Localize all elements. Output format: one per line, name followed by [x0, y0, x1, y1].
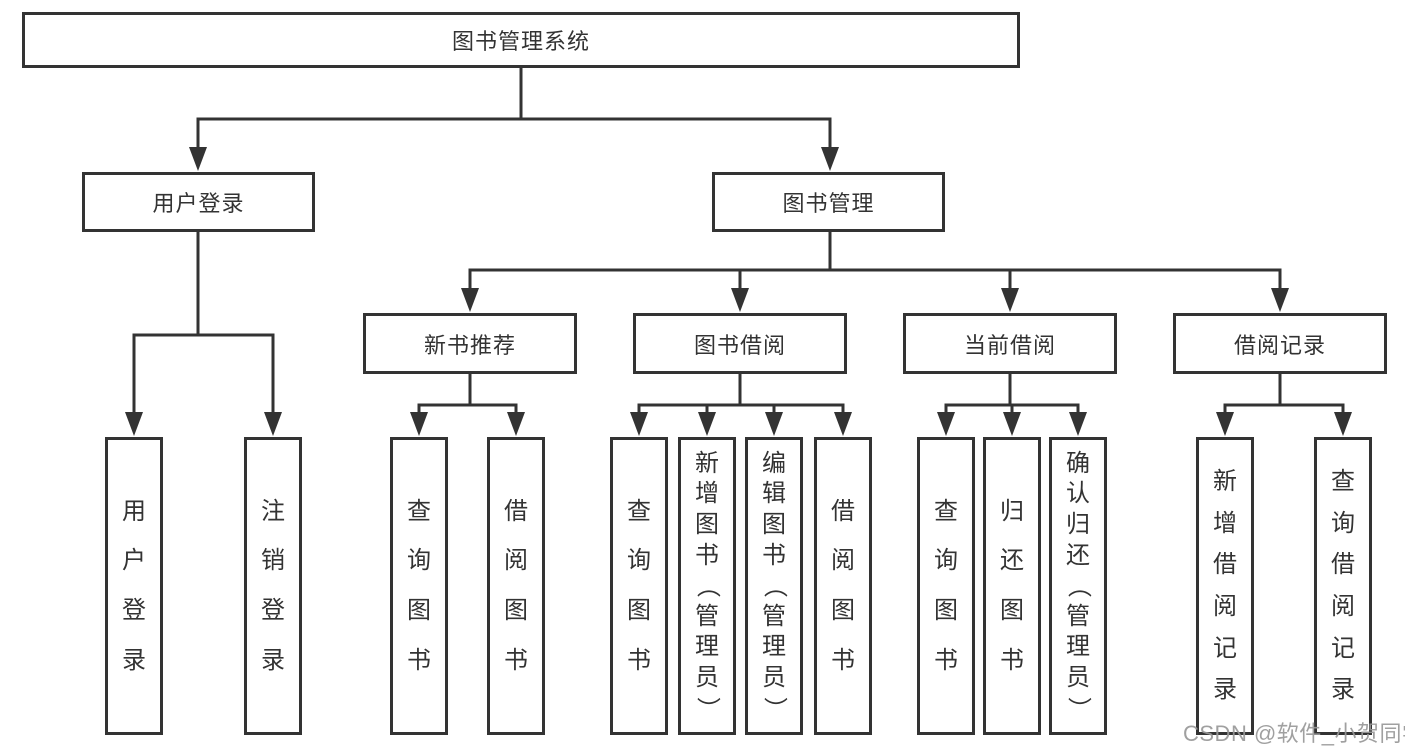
vertical-glyph: 员: [695, 663, 719, 691]
vertical-glyph: （: [693, 574, 721, 598]
vertical-glyph: 新: [1213, 468, 1237, 496]
vertical-glyph: 询: [407, 547, 431, 575]
vertical-glyph: 理: [1066, 633, 1090, 661]
leaf-query-books-current: 查询图书: [917, 437, 975, 735]
vertical-glyph: 登: [261, 597, 285, 624]
node-book-borrow: 图书借阅: [633, 313, 847, 374]
vertical-glyph: 增: [695, 480, 719, 508]
vertical-glyph: 阅: [504, 547, 528, 575]
leaf-query-borrow-record: 查询借阅记录: [1314, 437, 1372, 735]
node-new-book-recommend: 新书推荐: [363, 313, 577, 374]
vertical-glyph: （: [760, 574, 788, 598]
csdn-watermark: CSDN @软件_小贺同学: [1183, 721, 1405, 746]
vertical-glyph: 管: [762, 602, 786, 630]
vertical-glyph: 记: [1331, 634, 1355, 662]
vertical-glyph: 图: [762, 511, 786, 539]
leaf-borrow-books: 借阅图书: [814, 437, 872, 735]
vertical-glyph: 书: [504, 646, 528, 674]
vertical-glyph: ）: [693, 696, 721, 721]
vertical-glyph: 确: [1066, 449, 1090, 477]
vertical-glyph: 查: [627, 497, 651, 525]
vertical-glyph: 用: [122, 497, 146, 525]
vertical-glyph: ）: [760, 696, 788, 721]
vertical-glyph: 户: [122, 547, 146, 575]
vertical-glyph: 书: [627, 646, 651, 674]
vertical-glyph: 录: [122, 646, 146, 674]
vertical-glyph: 查: [407, 497, 431, 525]
node-library-system: 图书管理系统: [22, 12, 1020, 68]
vertical-glyph: 书: [831, 646, 855, 674]
leaf-borrow-books-recommend: 借阅图书: [487, 437, 545, 735]
vertical-glyph: 还: [1000, 547, 1024, 575]
vertical-glyph: 书: [762, 541, 786, 569]
vertical-glyph: 图: [504, 597, 528, 624]
vertical-glyph: 归: [1000, 497, 1024, 525]
node-current-borrow: 当前借阅: [903, 313, 1117, 374]
vertical-glyph: 书: [1000, 646, 1024, 674]
vertical-glyph: 借: [1331, 551, 1355, 579]
vertical-glyph: 记: [1213, 634, 1237, 662]
vertical-glyph: 理: [695, 633, 719, 661]
node-book-management: 图书管理: [712, 172, 945, 232]
vertical-glyph: 销: [261, 547, 285, 575]
leaf-query-books-borrow: 查询图书: [610, 437, 668, 735]
vertical-glyph: 登: [122, 597, 146, 624]
vertical-glyph: 询: [627, 547, 651, 575]
vertical-glyph: 认: [1066, 480, 1090, 508]
vertical-glyph: 书: [934, 646, 958, 674]
vertical-glyph: 查: [1331, 468, 1355, 496]
vertical-glyph: 图: [627, 597, 651, 624]
vertical-glyph: （: [1064, 574, 1092, 598]
vertical-glyph: 阅: [831, 547, 855, 575]
vertical-glyph: 管: [695, 602, 719, 630]
vertical-glyph: 借: [831, 497, 855, 525]
vertical-glyph: 新: [695, 449, 719, 477]
vertical-glyph: 注: [261, 497, 285, 525]
vertical-glyph: 编: [762, 449, 786, 477]
node-borrow-records: 借阅记录: [1173, 313, 1387, 374]
vertical-glyph: 录: [1331, 676, 1355, 704]
vertical-glyph: 图: [407, 597, 431, 624]
vertical-glyph: 图: [934, 597, 958, 624]
vertical-glyph: 归: [1066, 511, 1090, 539]
vertical-glyph: 图: [695, 511, 719, 539]
vertical-glyph: ）: [1064, 696, 1092, 721]
vertical-glyph: 还: [1066, 541, 1090, 569]
vertical-glyph: 阅: [1331, 593, 1355, 620]
vertical-glyph: 阅: [1213, 593, 1237, 620]
vertical-glyph: 图: [831, 597, 855, 624]
vertical-glyph: 借: [1213, 551, 1237, 579]
vertical-glyph: 借: [504, 497, 528, 525]
vertical-glyph: 查: [934, 497, 958, 525]
vertical-glyph: 图: [1000, 597, 1024, 624]
leaf-edit-book-admin: 编辑图书 （ 管理员 ）: [745, 437, 803, 735]
node-user-login: 用户登录: [82, 172, 315, 232]
vertical-glyph: 书: [695, 541, 719, 569]
vertical-glyph: 理: [762, 633, 786, 661]
vertical-glyph: 增: [1213, 509, 1237, 537]
vertical-glyph: 员: [762, 663, 786, 691]
vertical-glyph: 书: [407, 646, 431, 674]
vertical-glyph: 录: [261, 646, 285, 674]
leaf-add-borrow-record: 新增借阅记录: [1196, 437, 1254, 735]
vertical-glyph: 录: [1213, 676, 1237, 704]
leaf-query-books-recommend: 查询图书: [390, 437, 448, 735]
vertical-glyph: 辑: [762, 480, 786, 508]
vertical-glyph: 询: [1331, 509, 1355, 537]
leaf-return-book: 归还图书: [983, 437, 1041, 735]
vertical-glyph: 询: [934, 547, 958, 575]
vertical-glyph: 员: [1066, 663, 1090, 691]
leaf-logout-login: 注销登录: [244, 437, 302, 735]
leaf-confirm-return-admin: 确认归还 （ 管理员 ）: [1049, 437, 1107, 735]
leaf-user-login: 用户登录: [105, 437, 163, 735]
leaf-add-book-admin: 新增图书 （ 管理员 ）: [678, 437, 736, 735]
vertical-glyph: 管: [1066, 602, 1090, 630]
